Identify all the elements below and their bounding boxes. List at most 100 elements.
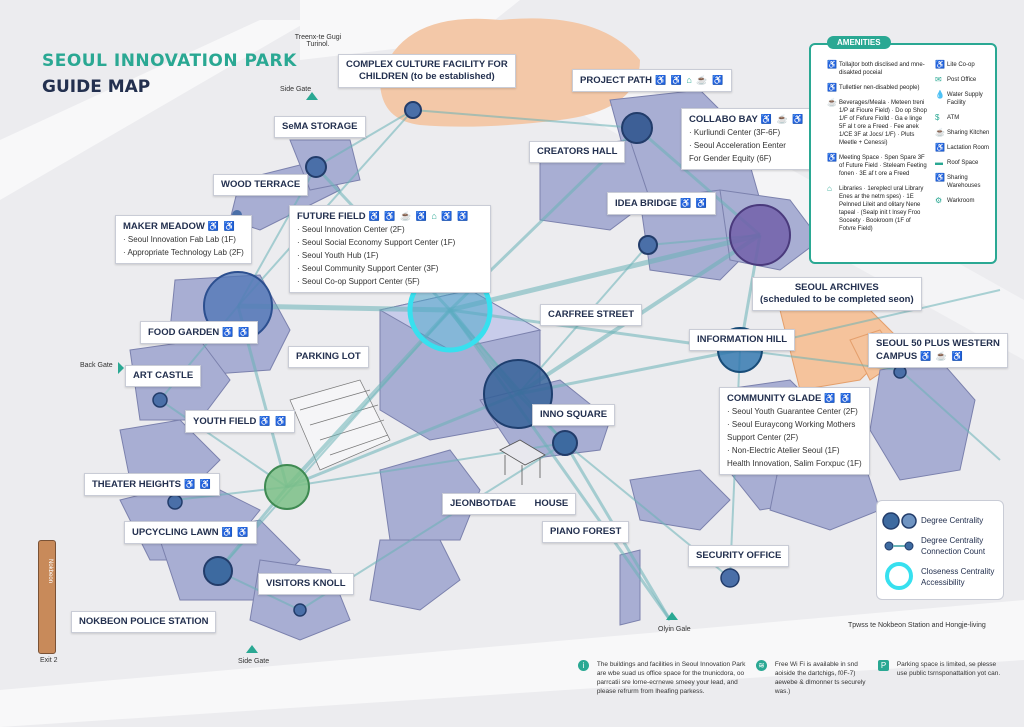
label-visitors-knoll[interactable]: VISITORS KNOLL (258, 573, 354, 595)
label-youth-field[interactable]: YOUTH FIELD♿ ♿ (185, 410, 296, 433)
amenity-text: ATM (947, 115, 960, 121)
amenity-item: ♿Meeting Space · Spen Spare 3F of Future… (827, 154, 929, 178)
amenity-icon: ▬ (935, 158, 943, 167)
station-direction: Tpwss te Nokbeon Station and Hongje-livi… (848, 622, 986, 629)
amenity-item: 💧Water Supply Facility (935, 91, 995, 107)
node-project-path (621, 112, 653, 144)
label-title: UPCYCLING LAWN (132, 527, 219, 538)
amenity-text: Tollajtor both disclised and mne-disakte… (839, 62, 925, 76)
info-icon: i (578, 660, 589, 671)
label-theater-heights[interactable]: THEATER HEIGHTS♿ ♿ (84, 473, 220, 496)
footer-line: aoiside the dartchigs, f0F-7) (774, 670, 856, 677)
label-title: SEOUL ARCHIVES (794, 282, 879, 293)
label-sub: Health Innovation, Salim Forxpuc (1F) (727, 459, 862, 468)
node-visitors (293, 603, 307, 617)
amenity-icons: ♿ ♿ (184, 479, 212, 489)
amenity-text: Beverages/Meala · Meteen treni 1/P at Fi… (839, 100, 927, 146)
label-sub: · Seoul Co-op Support Center (5F) (297, 277, 420, 286)
parking-icon: P (878, 660, 889, 671)
amenity-icon: ♿ (935, 143, 945, 152)
amenities-left-column: ♿Tollajtor both disclised and mne-disakt… (827, 61, 929, 240)
label-complex-culture[interactable]: COMPLEX CULTURE FACILITY FOR CHILDREN (t… (338, 54, 516, 88)
footer-note-wifi: ≋ Free Wi Fi is available in snd aoiside… (756, 660, 876, 696)
label-upcycling-lawn[interactable]: UPCYCLING LAWN♿ ♿ (124, 521, 258, 544)
amenity-icon: ♿ (827, 83, 837, 92)
amenity-item: ♿Lactation Room (935, 144, 995, 152)
amenity-text: Water Supply Facility (947, 92, 983, 106)
label-security-office[interactable]: SECURITY OFFICE (688, 545, 790, 567)
label-art-castle[interactable]: ART CASTLE (125, 365, 202, 387)
footer-line: Free Wi Fi is available in snd (774, 661, 858, 668)
label-nokbeon-police[interactable]: NOKBEON POLICE STATION (71, 611, 217, 633)
amenity-icon: ♿ (935, 60, 945, 69)
amenity-icons: ♿ ♿ (679, 198, 708, 208)
gate-arrow-back (118, 362, 124, 374)
label-title: CHILDREN (to be established) (359, 71, 495, 82)
legend-connection-sub: Connection Count (921, 547, 986, 556)
label-maker-meadow[interactable]: MAKER MEADOW♿ ♿ · Seoul Innovation Fab L… (115, 215, 252, 264)
label-inno-square[interactable]: INNO SQUARE (532, 404, 616, 426)
label-piano-forest[interactable]: PIANO FOREST (542, 521, 630, 543)
legend-closeness (885, 562, 913, 590)
footer-note-parking: P Parking space is limited, se plesse us… (878, 660, 1018, 678)
amenity-icons: ♿ ♿ (222, 327, 251, 337)
amenity-icon: ♿ (827, 60, 837, 69)
amenity-icons: ♿ ♿ ⌂ ☕ ♿ (654, 75, 725, 85)
node-inno-small (552, 430, 578, 456)
amenity-item: ▬Roof Space (935, 159, 995, 167)
amenity-text: Meeting Space · Spen Spare 3F of Future … (839, 155, 927, 177)
legend-closeness-sub: Accessibility (921, 578, 965, 587)
label-project-path[interactable]: PROJECT PATH♿ ♿ ⌂ ☕ ♿ (572, 69, 733, 92)
label-idea-bridge[interactable]: IDEA BRIDGE♿ ♿ (607, 192, 716, 215)
label-title: SeMA STORAGE (282, 121, 358, 132)
legend-connection-b (904, 541, 914, 551)
node-idea (638, 235, 658, 255)
centrality-legend: Degree Centrality Degree Centrality Conn… (876, 500, 1004, 600)
label-future-field[interactable]: FUTURE FIELD♿ ♿ ☕ ♿ ⌂ ♿ ♿ · Seoul Innova… (289, 205, 491, 293)
title-line1: SEOUL INNOVATION PARK (42, 51, 297, 71)
label-title: SEOUL 50 PLUS WESTERN (876, 338, 1000, 349)
label-creators-hall[interactable]: CREATORS HALL (529, 141, 626, 163)
amenity-text: Lactation Room (947, 145, 990, 151)
label-sub: · Seoul Innovation Fab Lab (1F) (123, 235, 236, 244)
label-wood-terrace[interactable]: WOOD TERRACE (213, 174, 309, 196)
amenity-icon: ☕ (935, 128, 945, 137)
amenities-right-column: ♿Lite Co-op✉Post Office💧Water Supply Fac… (935, 61, 995, 212)
label-title: WOOD TERRACE (221, 179, 301, 190)
amenity-icons: ♿ ♿ (824, 393, 853, 403)
amenity-icon: 💧 (935, 90, 945, 99)
label-community-glade[interactable]: COMMUNITY GLADE♿ ♿ · Seoul Youth Guarant… (719, 387, 870, 475)
legend-connection-title: Degree Centrality (921, 536, 984, 545)
amenity-icon: $ (935, 113, 940, 122)
label-sub: · Kurliundi Center (3F-6F) (689, 128, 781, 137)
label-sub: · Non-Electric Atelier Seoul (1F) (727, 446, 840, 455)
label-food-garden[interactable]: FOOD GARDEN♿ ♿ (140, 321, 259, 344)
footer-line: The buildings and facilities in Seoul In… (596, 661, 746, 668)
label-sema-storage[interactable]: SeMA STORAGE (274, 116, 366, 138)
amenity-text: Sharing Warehouses (947, 175, 981, 189)
label-title: PIANO FOREST (550, 526, 622, 537)
amenity-item: ♿Sharing Warehouses (935, 174, 995, 190)
label-title: IDEA BRIDGE (615, 198, 677, 209)
label-carfree-street[interactable]: CARFREE STREET (540, 304, 643, 326)
label-title: FUTURE FIELD (297, 211, 366, 222)
label-jeonbotdae-house[interactable]: JEONBOTDAE HOUSE (442, 493, 577, 515)
road-diagonal (0, 20, 310, 200)
label-seoul-archives[interactable]: SEOUL ARCHIVES (scheduled to be complete… (752, 277, 922, 311)
label-title: JEONBOTDAE (450, 498, 516, 509)
amenity-item: ♿Tollajtor both disclised and mne-disakt… (827, 61, 929, 77)
amenity-item: ✉Post Office (935, 76, 995, 84)
amenity-item: ☕Beverages/Meala · Meteen treni 1/P at F… (827, 99, 929, 147)
amenity-text: Post Office (947, 77, 977, 83)
label-collabo-bay[interactable]: COLLABO BAY♿ ☕ ♿ · Kurliundi Center (3F-… (681, 108, 813, 170)
amenity-item: ⚙Warkroom (935, 197, 995, 205)
label-parking-lot[interactable]: PARKING LOT (288, 346, 369, 368)
label-seoul-50-plus[interactable]: SEOUL 50 PLUS WESTERN CAMPUS♿ ☕ ♿ (868, 333, 1008, 368)
label-information-hill[interactable]: INFORMATION HILL (689, 329, 796, 351)
label-title: VISITORS KNOLL (266, 578, 346, 589)
station-pole: Nokbeon (38, 540, 56, 654)
amenity-item: ☕Sharing Kitchen (935, 129, 995, 137)
footer-line: please refrurm from lheafing parkess. (596, 688, 705, 695)
label-title: CARFREE STREET (548, 309, 635, 320)
amenity-icon: ⌂ (827, 184, 832, 193)
